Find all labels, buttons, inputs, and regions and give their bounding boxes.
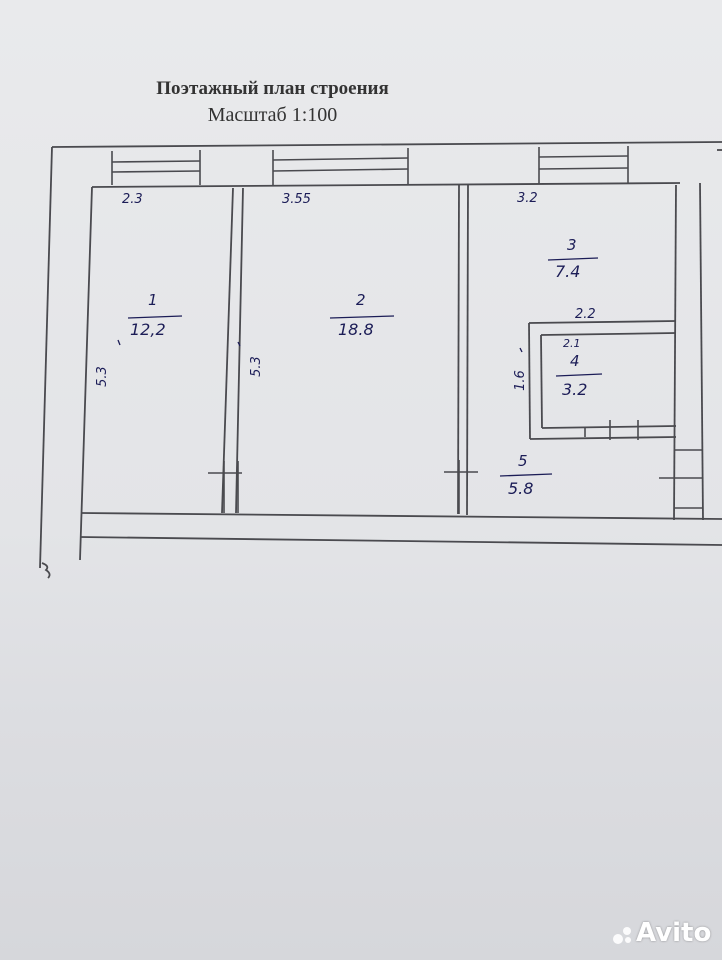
room3-fraction-bar xyxy=(547,257,599,261)
avito-watermark: Avito xyxy=(636,918,712,948)
room-4-inner-width-label: 2.1 xyxy=(563,337,581,350)
door-right-wall xyxy=(659,449,703,509)
room1-fraction-bar xyxy=(127,315,183,319)
room-4-number: 4 xyxy=(570,352,580,370)
room4-bottom-inner xyxy=(541,425,677,429)
room-1-area: 12,2 xyxy=(130,320,166,339)
left-wall-outer-line xyxy=(39,146,53,569)
room-2-width-label: 3.55 xyxy=(282,192,311,207)
bottom-wall-outer-line xyxy=(79,536,722,546)
room4-fraction-bar xyxy=(555,373,603,377)
door-room-2 xyxy=(444,460,478,514)
wall-break-mark xyxy=(41,562,51,579)
window-room-2 xyxy=(272,148,409,186)
room-3-width-label: 3.2 xyxy=(517,191,538,206)
top-wall-outer-line xyxy=(51,141,722,148)
room-2-area: 18.8 xyxy=(338,320,374,339)
room-4-area: 3.2 xyxy=(562,380,588,399)
plan-title: Поэтажный план строения xyxy=(156,78,389,99)
avito-logo-icon xyxy=(613,927,631,944)
room4-left-outer xyxy=(528,322,531,440)
room-1-number: 1 xyxy=(148,291,158,309)
room-1-width-label: 2.3 xyxy=(122,192,143,207)
bottom-wall-inner-line xyxy=(81,512,722,520)
door-room-1 xyxy=(208,461,242,513)
partition-2-3-right xyxy=(466,184,469,516)
right-wall-left-line xyxy=(673,184,677,521)
window-room-1 xyxy=(111,150,201,185)
room-3-number: 3 xyxy=(567,236,577,254)
room-2-depth-label: 5.3 xyxy=(248,356,264,377)
room4-bottom-outer xyxy=(529,436,677,440)
top-wall-inner-line xyxy=(91,182,681,188)
room-4-depth-label: 1.6 xyxy=(512,370,528,391)
room-5-number: 5 xyxy=(518,452,528,470)
partition-2-3-left xyxy=(457,184,460,515)
room2-fraction-bar xyxy=(329,315,395,319)
plan-scale: Масштаб 1:100 xyxy=(207,104,338,126)
room-3-area: 7.4 xyxy=(555,262,581,281)
room-5-area: 5.8 xyxy=(508,479,534,498)
room5-fraction-bar xyxy=(499,473,553,477)
window-room-3 xyxy=(538,146,629,184)
partition-1-2-right xyxy=(235,187,244,514)
right-wall-right-line xyxy=(699,182,704,521)
room-2-number: 2 xyxy=(356,291,366,309)
left-wall-inner-line xyxy=(79,186,93,561)
room-1-depth-label: 5.3 xyxy=(94,366,110,387)
door-room-4 xyxy=(584,420,639,440)
room-4-outer-width-label: 2.2 xyxy=(575,307,596,322)
room4-top-outer xyxy=(528,320,677,324)
partition-1-2-left xyxy=(221,187,234,514)
